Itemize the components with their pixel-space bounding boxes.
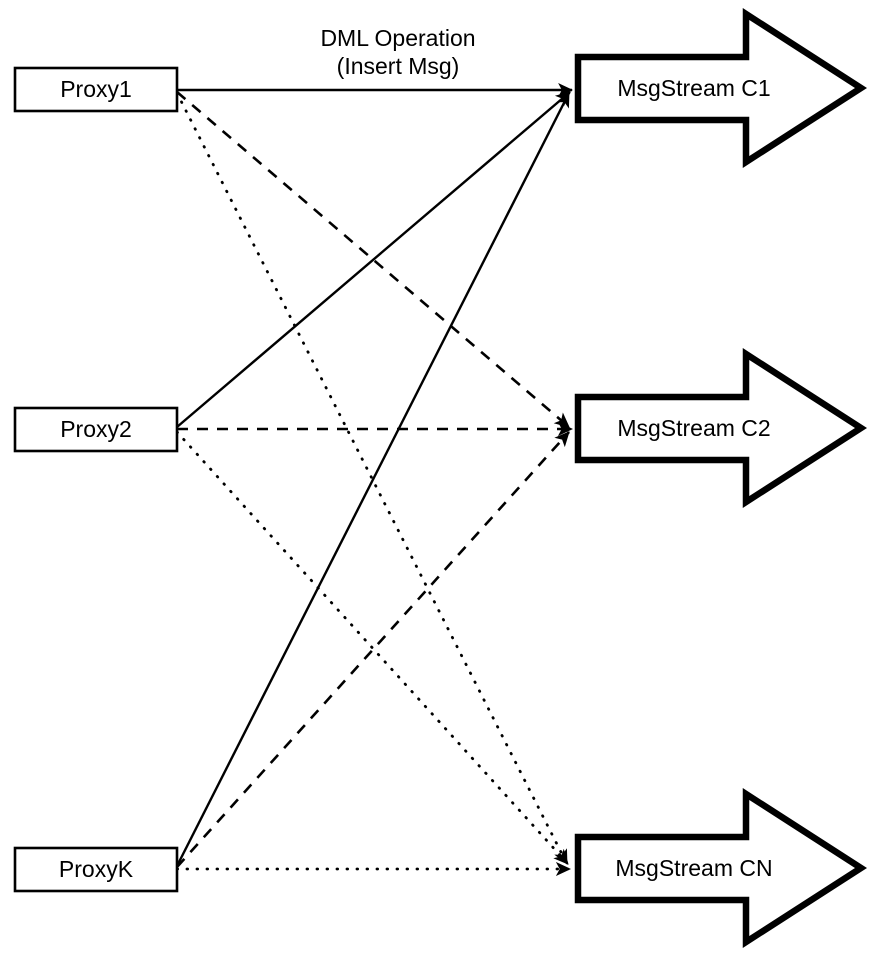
target-node-msgstream-c1[interactable]: MsgStream C1 [574,8,868,168]
dml-operation-line2: (Insert Msg) [337,53,460,79]
edge-layer [175,83,574,877]
edge-proxyk-to-msgstream-c1 [175,92,571,867]
proxy1-box[interactable] [13,66,179,113]
proxy2-box[interactable] [13,406,179,453]
msgstream-c2-arrow-shape[interactable] [574,348,868,508]
source-node-proxyk[interactable]: ProxyK [13,846,179,893]
dml-operation-annotation: DML Operation (Insert Msg) [320,25,475,79]
source-node-proxy2[interactable]: Proxy2 [13,406,179,453]
edge-proxy2-to-msgstream-c1 [176,91,571,428]
proxyk-box[interactable] [13,846,179,893]
target-node-msgstream-cn[interactable]: MsgStream CN [574,788,868,948]
msgstream-c1-arrow-shape[interactable] [574,8,868,168]
proxyk-label: ProxyK [59,856,134,882]
proxy1-label: Proxy1 [60,76,132,102]
target-node-msgstream-c2[interactable]: MsgStream C2 [574,348,868,508]
proxy2-label: Proxy2 [60,416,132,442]
msgstream-c1-label: MsgStream C1 [617,75,770,101]
msgstream-c2-label: MsgStream C2 [617,415,770,441]
edge-proxy1-to-msgstream-c2 [176,91,570,428]
edge-proxy1-to-msgstream-cn [175,91,569,866]
edge-proxyk-to-msgstream-c2 [176,431,570,868]
source-node-proxy1[interactable]: Proxy1 [13,66,179,113]
dml-operation-line1: DML Operation [320,25,475,51]
msgstream-cn-label: MsgStream CN [615,855,772,881]
msgstream-cn-arrow-shape[interactable] [574,788,868,948]
edge-proxy2-to-msgstream-cn [175,430,570,866]
